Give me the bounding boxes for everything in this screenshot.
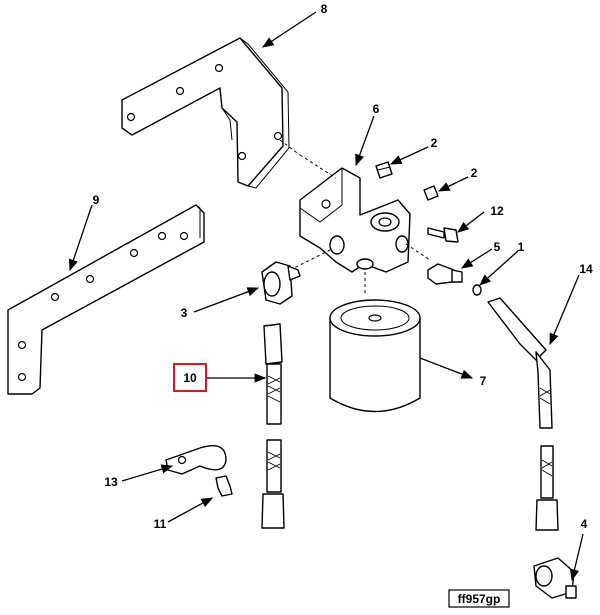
callout-9: 9 — [93, 193, 100, 207]
o-ring-part-1 — [472, 284, 482, 296]
callout-4: 4 — [581, 517, 588, 531]
elbow-part-3 — [261, 261, 301, 305]
callout-11: 11 — [154, 517, 167, 531]
callouts: 8 9 6 2 2 12 5 1 14 3 7 13 11 4 — [93, 2, 593, 531]
bracket-lower-part-9 — [7, 204, 205, 395]
fitting-part-5 — [427, 263, 463, 285]
figure-ref: ff957gp — [448, 589, 510, 608]
highlight-box — [173, 363, 207, 392]
callout-2-lower: 2 — [471, 166, 478, 180]
callout-2-upper: 2 — [431, 136, 438, 150]
callout-13: 13 — [104, 475, 118, 489]
callout-14: 14 — [579, 262, 593, 276]
filter-head-part-6 — [299, 167, 411, 273]
callout-8: 8 — [321, 2, 328, 16]
figure-ref-label: ff957gp — [458, 592, 501, 606]
callout-12: 12 — [490, 204, 504, 218]
filter-part-7 — [329, 299, 421, 413]
capscrew-part-12 — [427, 227, 459, 243]
hose-part-10 — [261, 323, 285, 529]
capscrew-part-11 — [215, 475, 233, 497]
callout-1: 1 — [518, 240, 525, 254]
bracket-upper-part-8 — [121, 37, 290, 189]
plug-lower-part-2 — [423, 185, 439, 201]
callout-3: 3 — [181, 306, 188, 320]
clamp-part-13 — [165, 445, 227, 475]
elbow-part-4 — [533, 557, 577, 599]
callout-6: 6 — [373, 102, 380, 116]
leader-lines — [68, 11, 584, 582]
hose-part-14 — [487, 297, 559, 531]
plug-upper-part-2 — [375, 161, 393, 179]
callout-10-highlight: 10 — [173, 363, 207, 392]
centerlines — [279, 139, 431, 296]
callout-10: 10 — [183, 371, 197, 385]
callout-7: 7 — [480, 374, 487, 388]
callout-5: 5 — [494, 240, 501, 254]
